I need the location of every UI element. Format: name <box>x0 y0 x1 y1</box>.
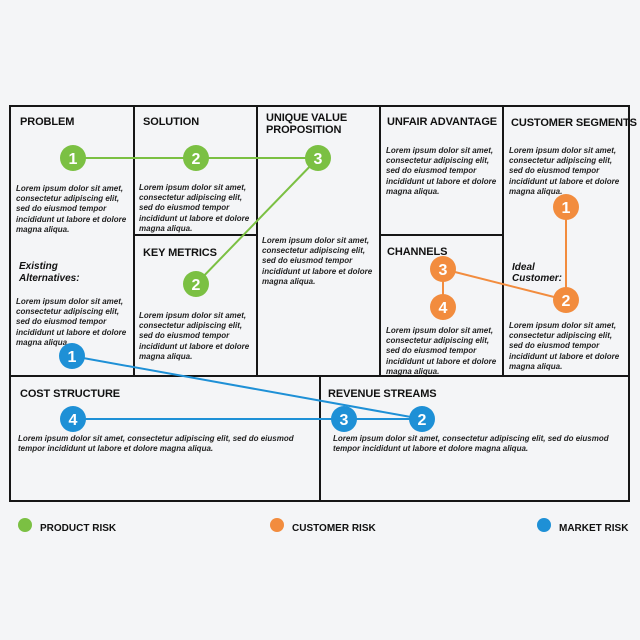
customer-segments-title: CUSTOMER SEGMENTS <box>511 117 637 129</box>
uvp-title-line1: UNIQUE VALUE <box>266 112 348 124</box>
uvp-text: Lorem ipsum dolor sit amet, consectetur … <box>262 236 373 286</box>
ideal-customer-label-line2: Customer: <box>512 273 563 284</box>
key-metrics-title: KEY METRICS <box>143 247 217 259</box>
customer-segments-text: Lorem ipsum dolor sit amet, consectetur … <box>509 146 620 196</box>
channels-text: Lorem ipsum dolor sit amet, consectetur … <box>386 326 497 376</box>
unfair-advantage-title: UNFAIR ADVANTAGE <box>387 116 498 128</box>
existing-alternatives-label: Existing Alternatives: <box>19 261 80 284</box>
problem-text-2: Lorem ipsum dolor sit amet, consectetur … <box>16 297 127 347</box>
revenue-streams-title: REVENUE STREAMS <box>328 388 437 400</box>
customer-segments-text-2: Lorem ipsum dolor sit amet, consectetur … <box>509 321 620 371</box>
solution-title: SOLUTION <box>143 116 200 128</box>
ideal-customer-label-line1: Ideal <box>512 262 535 273</box>
market-risk-legend-dot <box>537 518 551 532</box>
cost-structure-title: COST STRUCTURE <box>20 388 121 400</box>
unfair-advantage-text: Lorem ipsum dolor sit amet, consectetur … <box>386 146 497 196</box>
uvp-title-line2: PROPOSITION <box>266 124 342 136</box>
problem-text: Lorem ipsum dolor sit amet, consectetur … <box>16 184 127 234</box>
product-risk-legend-label: PRODUCT RISK <box>40 523 117 534</box>
problem-title: PROBLEM <box>20 116 75 128</box>
unfair-advantage-block <box>379 105 505 237</box>
customer-risk-legend-dot <box>270 518 284 532</box>
market-risk-legend-label: MARKET RISK <box>559 523 629 534</box>
product-risk-legend-dot <box>18 518 32 532</box>
cost-structure-text: Lorem ipsum dolor sit amet, consectetur … <box>18 434 294 454</box>
channels-title: CHANNELS <box>387 246 448 258</box>
revenue-streams-text: Lorem ipsum dolor sit amet, consectetur … <box>333 434 609 454</box>
customer-risk-legend-label: CUSTOMER RISK <box>292 523 376 534</box>
solution-text: Lorem ipsum dolor sit amet, consectetur … <box>139 183 250 233</box>
key-metrics-text: Lorem ipsum dolor sit amet, consectetur … <box>139 311 250 361</box>
